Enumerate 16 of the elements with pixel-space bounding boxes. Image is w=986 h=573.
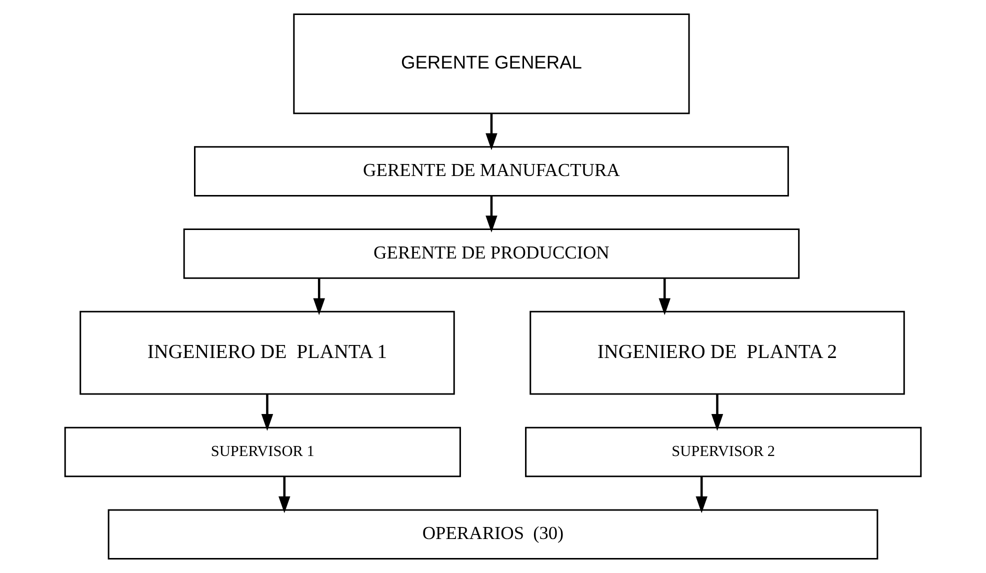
- node-box: SUPERVISOR 2: [525, 426, 922, 478]
- node-box: SUPERVISOR 1: [64, 426, 461, 478]
- arrow: [486, 114, 498, 150]
- arrow: [658, 278, 670, 316]
- arrow: [711, 394, 724, 431]
- node-box: GERENTE DE PRODUCCION: [183, 228, 800, 279]
- node-box: GERENTE DE MANUFACTURA: [194, 146, 789, 196]
- node-box: GERENTE GENERAL: [293, 13, 690, 114]
- arrow: [696, 476, 708, 514]
- arrow: [486, 196, 498, 232]
- arrow: [261, 394, 274, 431]
- arrow: [313, 278, 325, 316]
- node-box: OPERARIOS (30): [108, 509, 878, 560]
- node-box: INGENIERO DE PLANTA 2: [530, 310, 905, 395]
- node-box: INGENIERO DE PLANTA 1: [80, 310, 455, 395]
- arrow: [278, 476, 290, 514]
